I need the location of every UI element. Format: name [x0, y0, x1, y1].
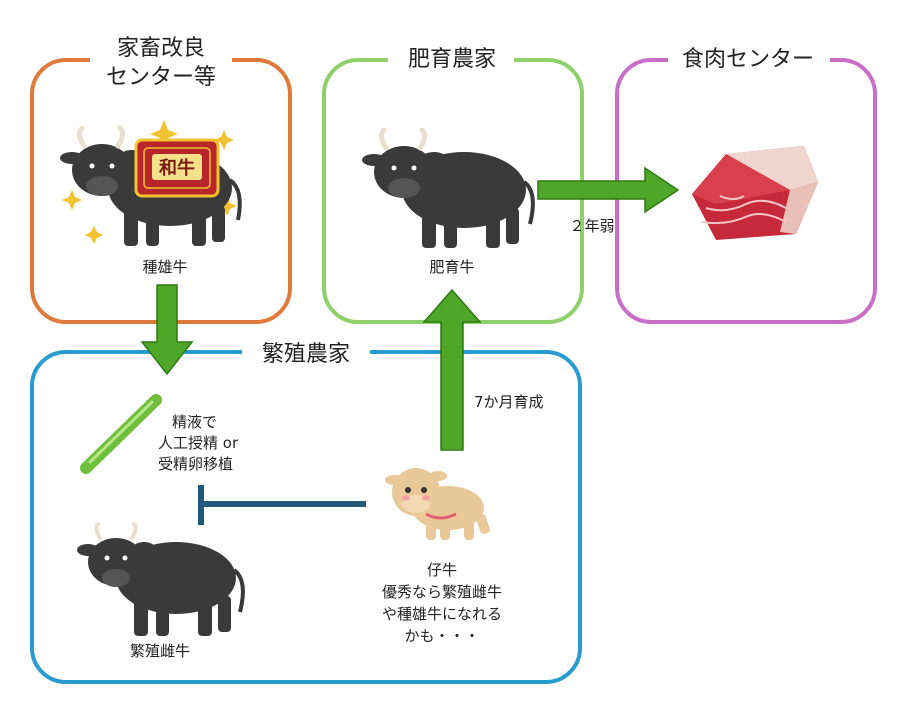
- semen-straw-icon: [80, 394, 162, 474]
- calf-icon: [385, 468, 490, 540]
- black-cattle-icon: [362, 127, 535, 248]
- breeding-bull-label: 種雄牛: [142, 258, 187, 276]
- time-to-slaughter-label: ２年弱: [569, 217, 614, 235]
- semen-label-line2: 人工授精 or: [158, 434, 239, 452]
- breeding-farm-title: 繁殖農家: [262, 342, 350, 367]
- semen-label-line1: 精液で: [172, 413, 217, 431]
- raw-beef-icon: [692, 146, 818, 240]
- black-cow-icon: [77, 522, 245, 636]
- arrow-up-to-fattening-farm: [422, 288, 482, 451]
- fattening-cattle-label: 肥育牛: [429, 258, 474, 276]
- calf-label-line1: 仔牛: [427, 561, 457, 579]
- calf-label-line2: 優秀なら繁殖雌牛: [382, 583, 502, 601]
- calf-label-line3: や種雄牛になれる: [382, 605, 502, 623]
- raising-period-label: 7か月育成: [474, 393, 544, 411]
- wagyu-blanket-text: 和牛: [159, 157, 195, 179]
- calf-label-line4: かも・・・: [404, 627, 479, 645]
- breeding-center-title-line2: センター等: [106, 65, 216, 90]
- semen-label-line3: 受精卵移植: [158, 455, 233, 473]
- arrow-down-to-breeding-farm: [140, 284, 194, 376]
- breeding-cow-label: 繁殖雌牛: [130, 642, 190, 660]
- wagyu-bull-icon: 和牛: [60, 120, 242, 246]
- meat-center-title: 食肉センター: [682, 47, 814, 72]
- arrow-calf-to-breeding-cow: [198, 485, 366, 525]
- fattening-farm-title: 肥育農家: [408, 47, 496, 72]
- breeding-center-title-line1: 家畜改良: [117, 36, 205, 61]
- arrow-right-to-meat-center: [537, 166, 680, 214]
